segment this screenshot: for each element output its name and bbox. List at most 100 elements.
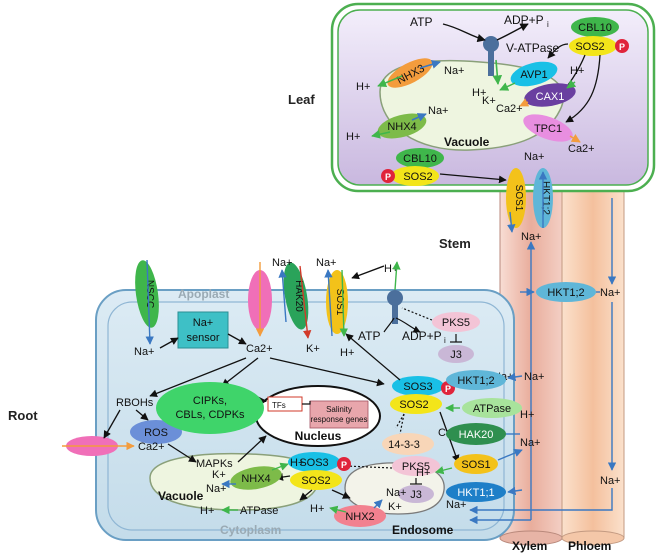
leaf-adp-sub: i (547, 20, 549, 29)
stem-label: Stem (439, 236, 471, 251)
root-cell (95, 289, 515, 541)
root-cipks-1: CIPKs, (193, 395, 227, 407)
leaf-cbl10-pill (571, 17, 619, 37)
leaf-sos2-pill-b (391, 166, 439, 186)
phospho-icon (381, 169, 395, 183)
root-k-3: K+ (388, 501, 402, 513)
stem-na-3: Na+ (600, 287, 621, 299)
leaf-avp1: AVP1 (520, 69, 547, 81)
root-pks5-b: PKS5 (402, 461, 430, 473)
xylem-label: Xylem (512, 539, 547, 553)
root-h-5: H+ (310, 503, 324, 515)
root-cipks-pill (156, 382, 264, 434)
root-na-9: Na+ (446, 499, 467, 511)
phospho-label: P (385, 172, 391, 182)
phloem-na: Na+ (600, 475, 621, 487)
root-na-2: Na+ (272, 257, 293, 269)
root-sos2-pill (390, 394, 442, 414)
root-hkt12-pill (446, 370, 506, 390)
root-nhx4: NHX4 (241, 473, 270, 485)
root-ca-2: Ca2+ (138, 441, 165, 453)
root-hkt12: HKT1;2 (457, 375, 494, 387)
root-k-2: K+ (212, 469, 226, 481)
leaf-cbl10: CBL10 (578, 22, 612, 34)
leaf-nhx3-pill (387, 58, 433, 88)
leaf-h-3: H+ (570, 65, 584, 77)
na-sensor-box (177, 311, 229, 349)
stem-hkt12-b-pill (536, 282, 596, 302)
stem-na-1: Na+ (524, 151, 545, 163)
leaf-ca-1: Ca2+ (496, 103, 523, 115)
root-sos1-pill (454, 454, 498, 474)
leaf-k: K+ (482, 95, 496, 107)
root-cipks-2: CBLs, CDPKs (175, 409, 245, 421)
root-atpase-pill (462, 398, 522, 418)
root-ros: ROS (144, 427, 168, 439)
root-mapks: MAPKs (196, 458, 233, 470)
root-sos1-label: SOS1 (334, 289, 345, 316)
root-adp: ADP+P (402, 329, 442, 343)
cytoplasm-label: Cytoplasm (220, 523, 281, 537)
root-ros-pill (130, 420, 182, 444)
root-na-7: Na+ (524, 371, 545, 383)
root-pks5-pill (432, 312, 480, 332)
root-sos3-pill-b (288, 452, 340, 472)
root-hak20-label: HAK20 (293, 280, 304, 312)
root-vacuole-label: Vacuole (158, 489, 204, 503)
leaf-cax1-pill (524, 83, 576, 107)
leaf-h-2: H+ (472, 87, 486, 99)
stem-na-2: Na+ (521, 231, 542, 243)
apoplast-label: Apoplast (178, 287, 229, 301)
root-h-7: H+ (416, 467, 430, 479)
root-nhx2-pill (334, 505, 386, 527)
leaf-cbl10-b: CBL10 (403, 153, 437, 165)
leaf-vacuole-label: Vacuole (444, 135, 490, 149)
root-h-4: H+ (200, 505, 214, 517)
leaf-vatpase-label: V-ATPase (506, 41, 559, 55)
leaf-ca-2: Ca2+ (568, 143, 595, 155)
salinity-genes-box (309, 400, 369, 429)
root-j3-b: J3 (410, 489, 422, 501)
root-nhx2: NHX2 (345, 511, 374, 523)
root-k-1: K+ (306, 343, 320, 355)
phospho-icon (337, 457, 351, 471)
root-salinity-2: response genes (311, 415, 368, 424)
root-nscc-label: NSCC (144, 280, 155, 308)
na-sensor-1: Na+ (193, 317, 214, 329)
root-1433-pill (382, 433, 434, 455)
root-atpase: ATPase (240, 505, 278, 517)
root-atp: ATP (358, 329, 380, 343)
root-sos3-pill (392, 376, 444, 396)
na-sensor-2: sensor (186, 332, 219, 344)
leaf-atp: ATP (410, 15, 432, 29)
root-na-8: Na+ (520, 437, 541, 449)
stem-sos1: SOS1 (506, 168, 526, 228)
root-nhx4-pill (230, 466, 282, 490)
stem-sos1-label: SOS1 (513, 185, 524, 212)
root-pks5: PKS5 (442, 317, 470, 329)
root-h-1: H+ (340, 347, 354, 359)
root-h-6: H+ (520, 409, 534, 421)
root-tfs: TFs (272, 401, 286, 410)
root-sos3-b: SOS3 (299, 457, 328, 469)
root-sos2-pill-b (290, 470, 342, 490)
root-atpase-b: ATPase (473, 403, 511, 415)
leaf-h-1: H+ (356, 81, 370, 93)
leaf-sos2-pill (569, 36, 617, 56)
root-sos3: SOS3 (403, 381, 432, 393)
leaf-avp1-pill (510, 61, 558, 87)
leaf-sos2: SOS2 (575, 41, 604, 53)
root-pks5-pill-b (392, 456, 440, 476)
root-sos2: SOS2 (399, 399, 428, 411)
root-salinity-1: Salinity (326, 405, 352, 414)
root-nscc (135, 260, 159, 328)
root-h-3: H+ (290, 457, 304, 469)
phospho-label: P (341, 460, 347, 470)
phospho-label: P (619, 42, 625, 52)
leaf-adp: ADP+P (504, 13, 544, 27)
phospho-icon (615, 39, 629, 53)
leaf-nhx4: NHX4 (387, 121, 416, 133)
root-na-3: Na+ (316, 257, 337, 269)
phospho-label: P (445, 384, 451, 394)
